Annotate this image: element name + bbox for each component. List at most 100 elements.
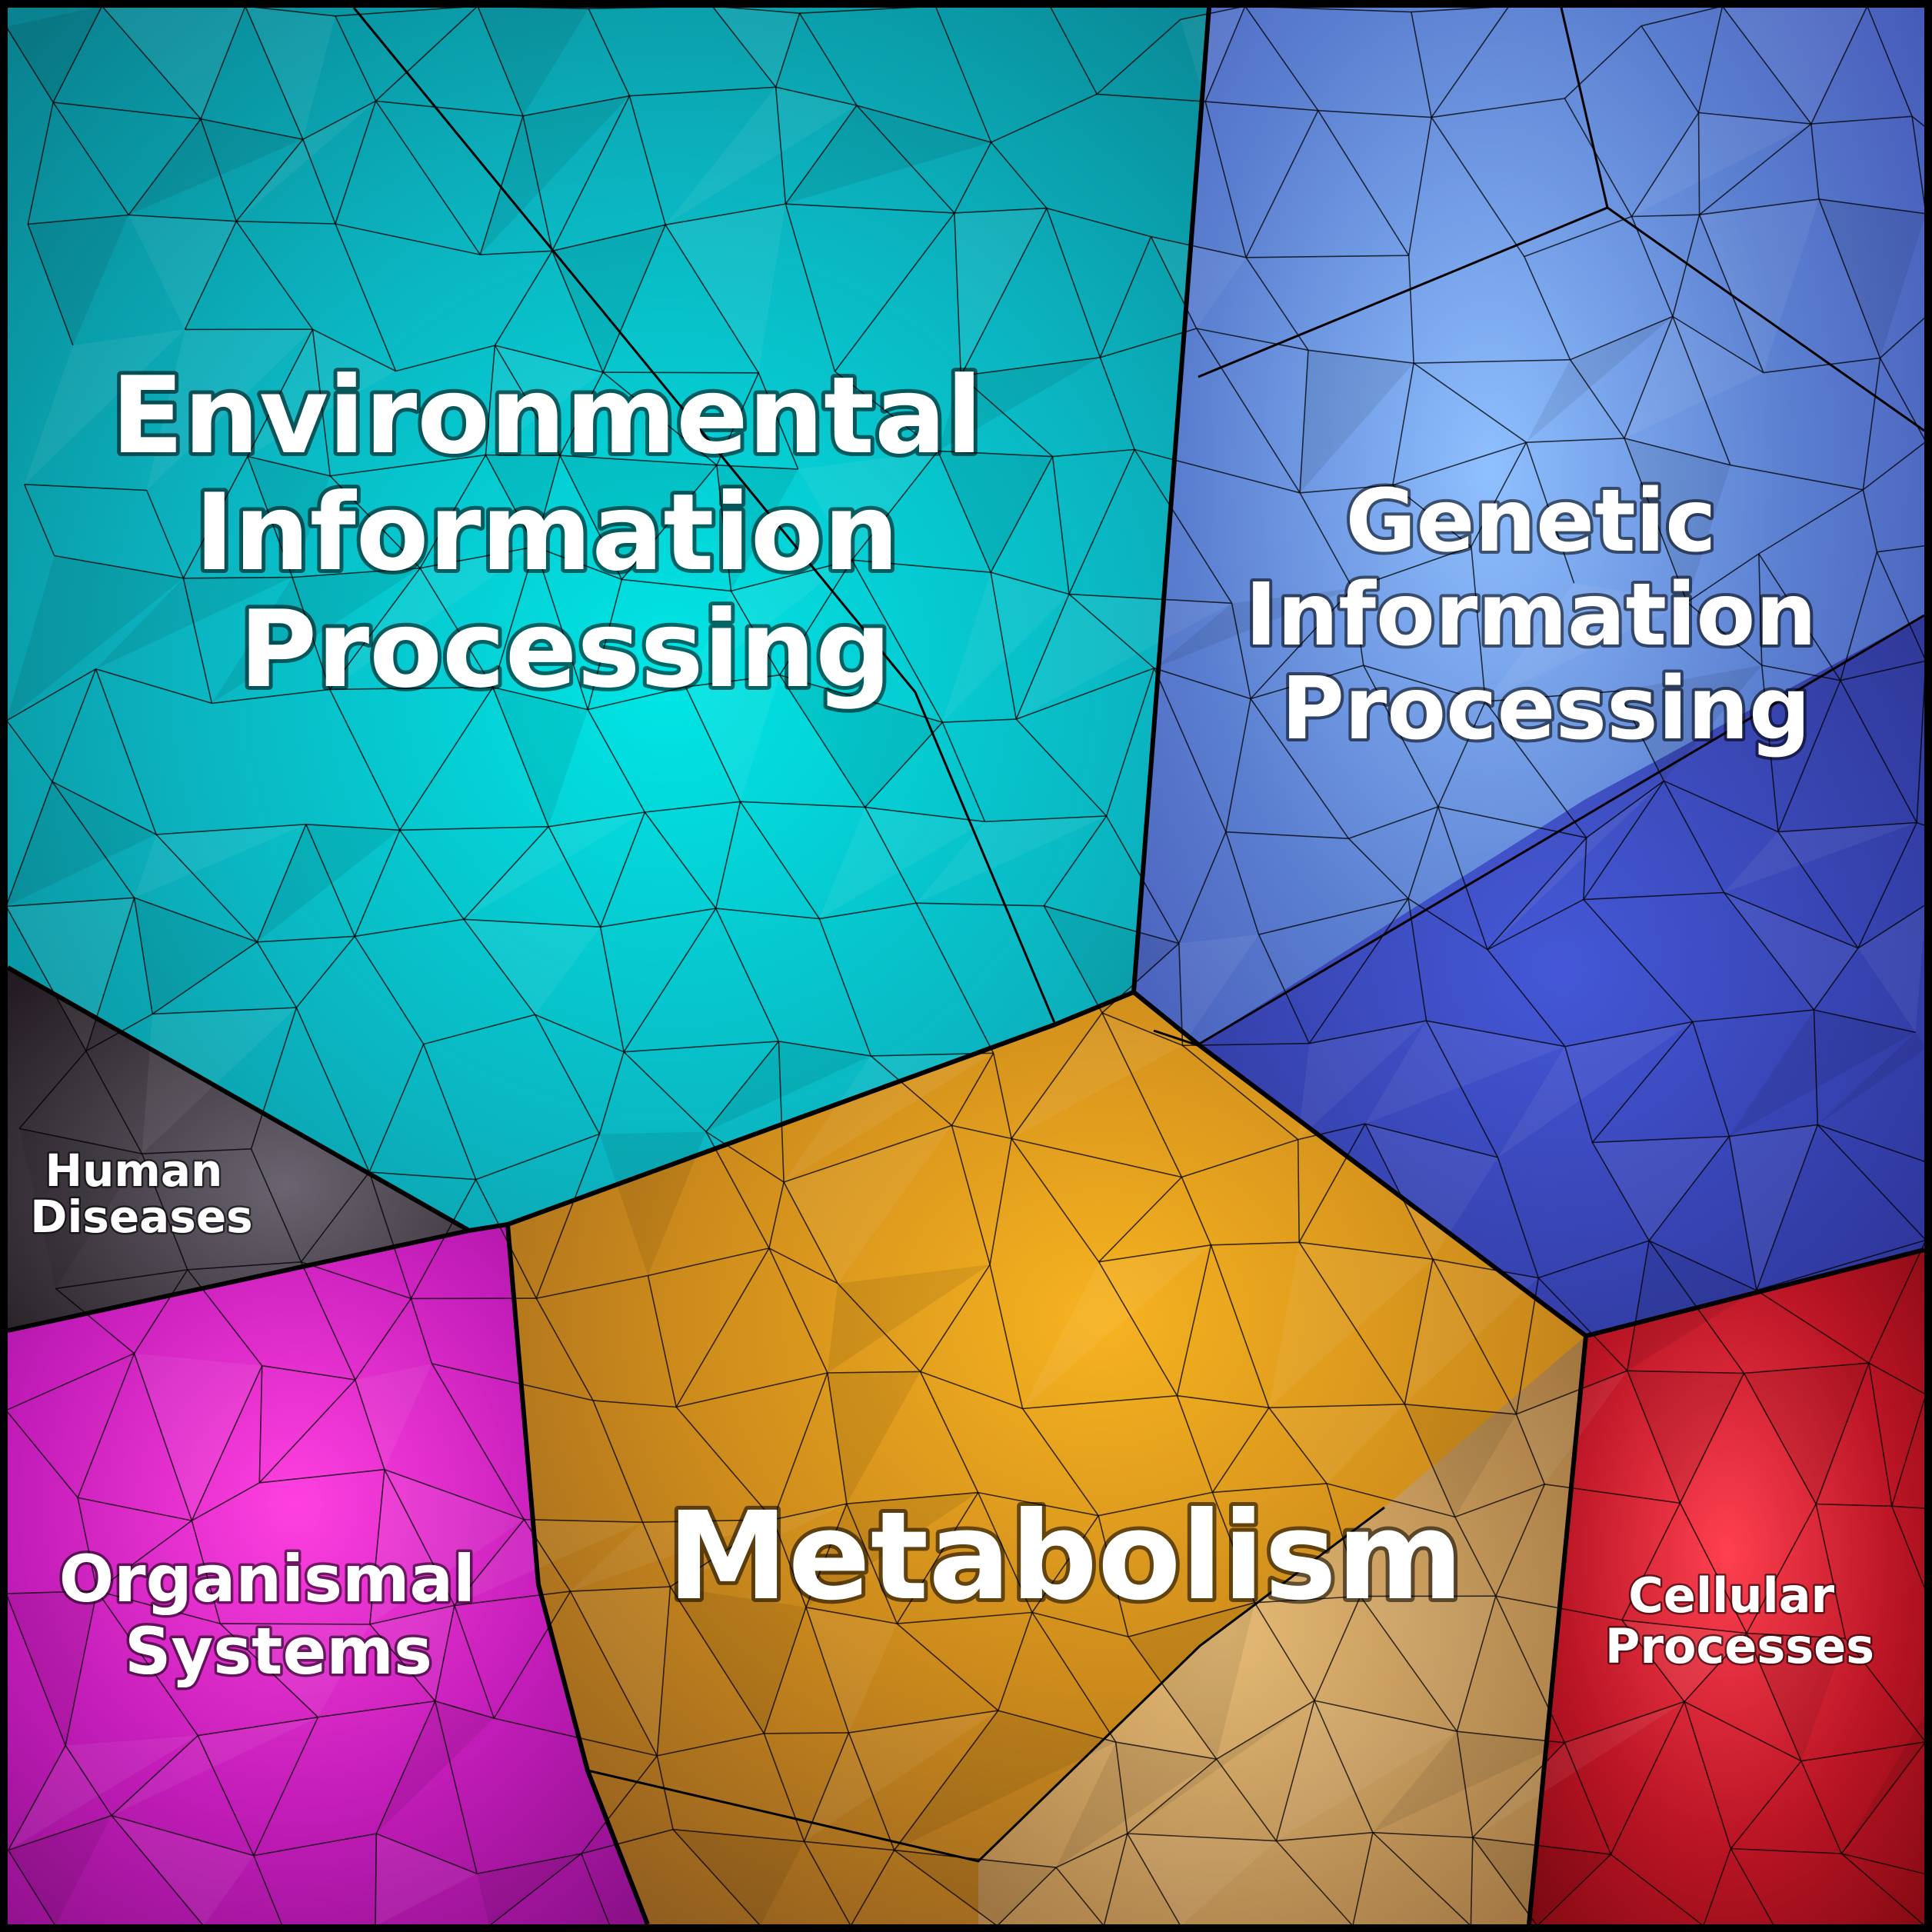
cell-edge	[798, 12, 858, 106]
cell-edge	[1051, 456, 1070, 595]
cell-edge	[247, 456, 293, 578]
cell-edge	[111, 1814, 255, 1857]
cell-edge	[560, 455, 717, 466]
cell-edge	[920, 1371, 1023, 1410]
cell-edge	[492, 687, 549, 828]
cell-shade	[827, 1264, 991, 1373]
cell-edge	[1326, 1483, 1361, 1597]
cell-edge	[778, 1041, 871, 1057]
cell-edge	[716, 372, 760, 466]
cell-edge	[295, 1007, 370, 1173]
cell-edge	[991, 93, 1098, 143]
cell-edge	[1730, 1760, 1802, 1850]
cell-edge	[1760, 665, 1779, 832]
cell-edge	[1524, 215, 1632, 258]
cell-edge	[301, 1261, 411, 1300]
cell-edge	[1128, 1636, 1217, 1760]
cell-shade	[551, 225, 666, 373]
cell-edge	[335, 15, 377, 102]
cell-edge	[1687, 553, 1760, 603]
cell-edge	[1724, 891, 1859, 949]
cell-shade	[1022, 1244, 1211, 1409]
cell-shade	[1627, 1371, 1744, 1504]
cell-shade	[1372, 1731, 1565, 1833]
cell-edge	[1756, 1124, 1819, 1291]
cell-edge	[1621, 1619, 1747, 1634]
label-genetic-line-2: Information	[1245, 565, 1817, 665]
cell-edge	[375, 1834, 378, 1927]
cell-edge	[1862, 489, 1878, 552]
cell-shade	[1497, 1021, 1693, 1158]
cell-edge	[1098, 1261, 1178, 1397]
cell-edge	[1154, 668, 1251, 700]
region-cellular[interactable]	[1529, 1250, 1924, 1924]
cell-shade	[369, 1605, 455, 1701]
cell-shade	[1516, 1371, 1627, 1484]
cell-edge	[587, 579, 623, 710]
cell-edge	[598, 1051, 625, 1134]
cell-edge	[1627, 1240, 1650, 1371]
cell-edge	[375, 1700, 436, 1834]
cell-edge	[1800, 1741, 1926, 1762]
cell-edge	[305, 824, 355, 937]
cell-edge	[1698, 112, 1811, 125]
cell-edge	[5, 781, 53, 907]
label-organismal-line-1: Organismal	[59, 1541, 475, 1617]
cell-edge	[1583, 899, 1694, 1023]
cell-edge	[1431, 117, 1525, 258]
cell-shade	[247, 329, 396, 457]
cell-edge	[111, 1815, 205, 1927]
cell-edge	[1297, 1123, 1366, 1141]
region-environmental[interactable]	[8, 8, 1209, 1231]
cell-edge	[1879, 316, 1927, 359]
cell-edge	[783, 1181, 838, 1284]
cell-edge	[656, 1587, 671, 1756]
cell-edge	[1437, 806, 1488, 950]
cell-edge	[431, 1363, 594, 1401]
cell-edge	[200, 118, 304, 140]
cell-edge	[1621, 1502, 1681, 1621]
cell-edge	[602, 371, 718, 466]
cell-edge	[1298, 1241, 1406, 1405]
cell-edge	[52, 781, 157, 835]
cell-edge	[685, 686, 741, 802]
cell-shade	[19, 1128, 142, 1289]
cell-edge	[65, 1591, 98, 1746]
cell-edge	[897, 1611, 1033, 1624]
cell-edge	[191, 1365, 263, 1521]
cell-edge	[1672, 214, 1700, 317]
cell-edge	[772, 1519, 807, 1608]
label-genetic-line-1: Genetic	[1346, 471, 1717, 571]
cell-edge	[5, 906, 87, 1051]
cell-edge	[623, 908, 717, 1053]
cell-edge	[1015, 718, 1108, 817]
cell-edge	[1404, 1404, 1517, 1415]
cell-edge	[369, 1624, 436, 1702]
cell-edge	[715, 908, 780, 1042]
cell-edge	[8, 1850, 56, 1927]
cell-edge	[1352, 588, 1364, 666]
cell-edge	[1011, 1012, 1103, 1139]
cell-edge	[1372, 1832, 1471, 1927]
cell-edge	[1101, 1012, 1183, 1178]
cell-edge	[335, 223, 481, 255]
region-metabolism-sub	[978, 1336, 1586, 1924]
cell-shade	[894, 1710, 1116, 1850]
cell-shade	[712, 6, 800, 88]
cell-edge	[1730, 1847, 1842, 1854]
cell-edge	[570, 1586, 671, 1592]
cell-edge	[1777, 680, 1841, 832]
cell-edge	[783, 1124, 952, 1183]
cell-edge	[846, 1503, 898, 1624]
cell-edge	[1372, 1831, 1473, 1838]
region-organismal[interactable]	[8, 1224, 648, 1924]
cell-shade	[942, 572, 1069, 723]
cell-edge	[399, 829, 465, 920]
cell-edge	[1225, 831, 1349, 840]
cell-shade	[1151, 236, 1247, 329]
cell-edge	[1314, 1700, 1374, 1834]
cell-edge	[779, 674, 943, 723]
cell-edge	[919, 1371, 979, 1493]
cell-edge	[647, 1275, 678, 1407]
cell-edge	[335, 223, 397, 371]
